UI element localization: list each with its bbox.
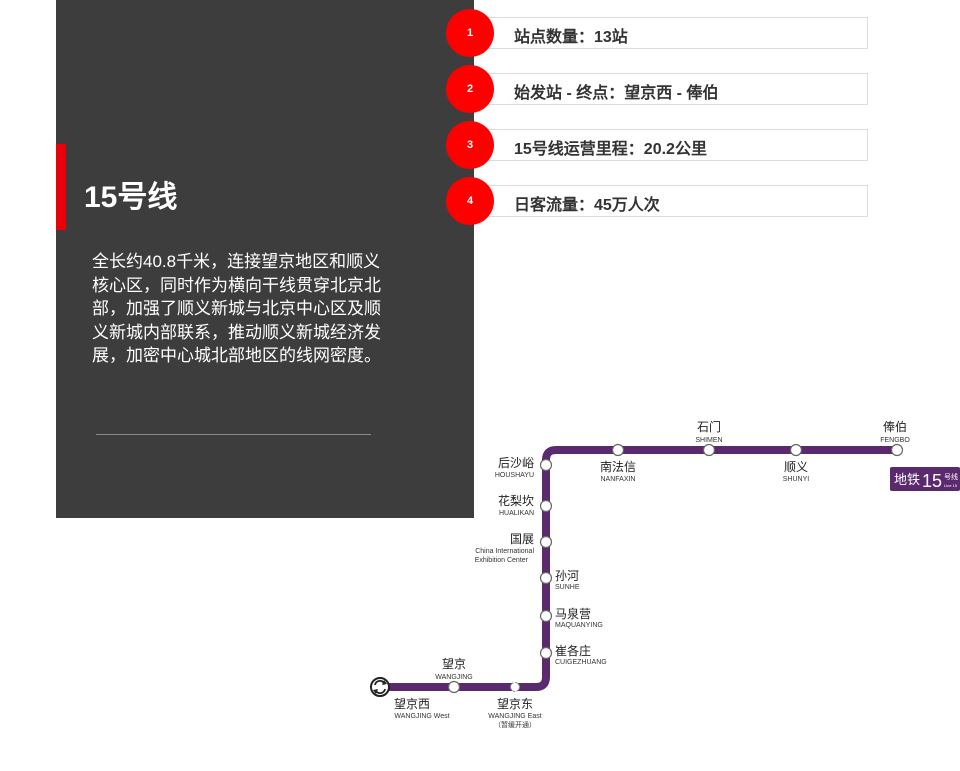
svg-text:MAQUANYING: MAQUANYING bbox=[555, 622, 603, 629]
svg-text:马泉营: 马泉营 bbox=[555, 607, 591, 621]
stat-box bbox=[468, 185, 868, 217]
svg-text:后沙峪: 后沙峪 bbox=[498, 456, 534, 470]
svg-text:俸伯: 俸伯 bbox=[883, 419, 907, 434]
station-wangjingdong: 望京东 WANGJING East （暂缓开通） bbox=[488, 682, 542, 729]
stat-row-termini: 2 始发站 - 终点：望京西 - 俸伯 bbox=[446, 65, 876, 113]
stat-box bbox=[468, 17, 868, 49]
stat-text: 15号线运营里程：20.2公里 bbox=[514, 141, 707, 158]
station-nanfaxin: 南法信 NANFAXIN bbox=[600, 443, 636, 483]
svg-text:SUNHE: SUNHE bbox=[555, 584, 580, 591]
accent-bar bbox=[56, 144, 66, 230]
station-shimen: 石门 SHIMEN bbox=[695, 419, 723, 457]
station-wangjing: 望京 WANGJING bbox=[435, 657, 473, 694]
svg-text:号线: 号线 bbox=[944, 472, 958, 481]
line-description: 全长约40.8千米，连接望京地区和顺义核心区，同时作为横向干线贯穿北京北部，加强… bbox=[92, 252, 381, 365]
line-track bbox=[380, 446, 900, 691]
svg-text:HOUSHAYU: HOUSHAYU bbox=[495, 472, 534, 479]
stat-number-badge: 3 bbox=[446, 121, 494, 169]
svg-text:China International: China International bbox=[475, 548, 534, 555]
svg-text:NANFAXIN: NANFAXIN bbox=[600, 476, 635, 483]
svg-text:HUALIKAN: HUALIKAN bbox=[499, 510, 534, 517]
svg-text:FENGBO: FENGBO bbox=[880, 437, 910, 444]
stat-number-badge: 4 bbox=[446, 177, 494, 225]
stat-number-badge: 1 bbox=[446, 9, 494, 57]
svg-text:WANGJING East: WANGJING East bbox=[488, 713, 541, 720]
stat-box bbox=[468, 73, 868, 105]
svg-text:地铁: 地铁 bbox=[894, 473, 920, 488]
svg-text:（暂缓开通）: （暂缓开通） bbox=[494, 720, 536, 729]
stat-number-badge: 2 bbox=[446, 65, 494, 113]
svg-text:望京: 望京 bbox=[442, 657, 466, 671]
line-title: 15号线 bbox=[84, 181, 178, 214]
panel-divider bbox=[96, 434, 371, 435]
station-cuigezhuang: 崔各庄 CUIGEZHUANG bbox=[539, 643, 607, 666]
svg-text:孙河: 孙河 bbox=[555, 569, 579, 583]
svg-text:CUIGEZHUANG: CUIGEZHUANG bbox=[555, 659, 607, 666]
station-houshayu: 后沙峪 HOUSHAYU bbox=[495, 456, 553, 479]
station-sunhe: 孙河 SUNHE bbox=[539, 569, 580, 591]
stat-row-length: 3 15号线运营里程：20.2公里 bbox=[446, 121, 876, 169]
svg-text:WANGJING: WANGJING bbox=[435, 674, 472, 681]
svg-text:SHIMEN: SHIMEN bbox=[695, 437, 722, 444]
svg-text:国展: 国展 bbox=[510, 532, 534, 546]
station-hualikan: 花梨坎 HUALIKAN bbox=[498, 493, 553, 517]
svg-text:望京东: 望京东 bbox=[497, 697, 533, 711]
stat-text: 始发站 - 终点：望京西 - 俸伯 bbox=[514, 85, 719, 102]
station-wangjingxi: 望京西 WANGJING West bbox=[370, 677, 450, 720]
svg-text:15: 15 bbox=[922, 471, 942, 491]
stat-row-ridership: 4 日客流量：45万人次 bbox=[446, 177, 876, 225]
svg-text:SHUNYI: SHUNYI bbox=[783, 476, 810, 483]
station-guozhan: 国展 China International Exhibition Center bbox=[475, 532, 553, 564]
info-panel bbox=[56, 0, 474, 518]
svg-text:顺义: 顺义 bbox=[784, 460, 808, 474]
svg-text:花梨坎: 花梨坎 bbox=[498, 493, 534, 508]
line-15-badge: 地铁 15 号线 Line 15 bbox=[890, 467, 960, 491]
stat-row-stations: 1 站点数量：13站 bbox=[446, 9, 876, 57]
stat-text: 站点数量：13站 bbox=[514, 29, 628, 46]
station-maquanying: 马泉营 MAQUANYING bbox=[539, 607, 603, 629]
transfer-icon bbox=[373, 680, 387, 694]
station-fengbo: 俸伯 FENGBO bbox=[880, 419, 910, 457]
svg-text:石门: 石门 bbox=[697, 419, 721, 434]
svg-text:望京西: 望京西 bbox=[394, 697, 430, 711]
station-shunyi: 顺义 SHUNYI bbox=[783, 443, 810, 483]
svg-text:Line 15: Line 15 bbox=[944, 483, 958, 488]
stat-text: 日客流量：45万人次 bbox=[514, 197, 660, 214]
svg-text:崔各庄: 崔各庄 bbox=[555, 643, 591, 658]
svg-text:南法信: 南法信 bbox=[600, 459, 636, 474]
svg-text:Exhibition Center: Exhibition Center bbox=[475, 557, 529, 564]
svg-text:WANGJING West: WANGJING West bbox=[394, 713, 449, 720]
